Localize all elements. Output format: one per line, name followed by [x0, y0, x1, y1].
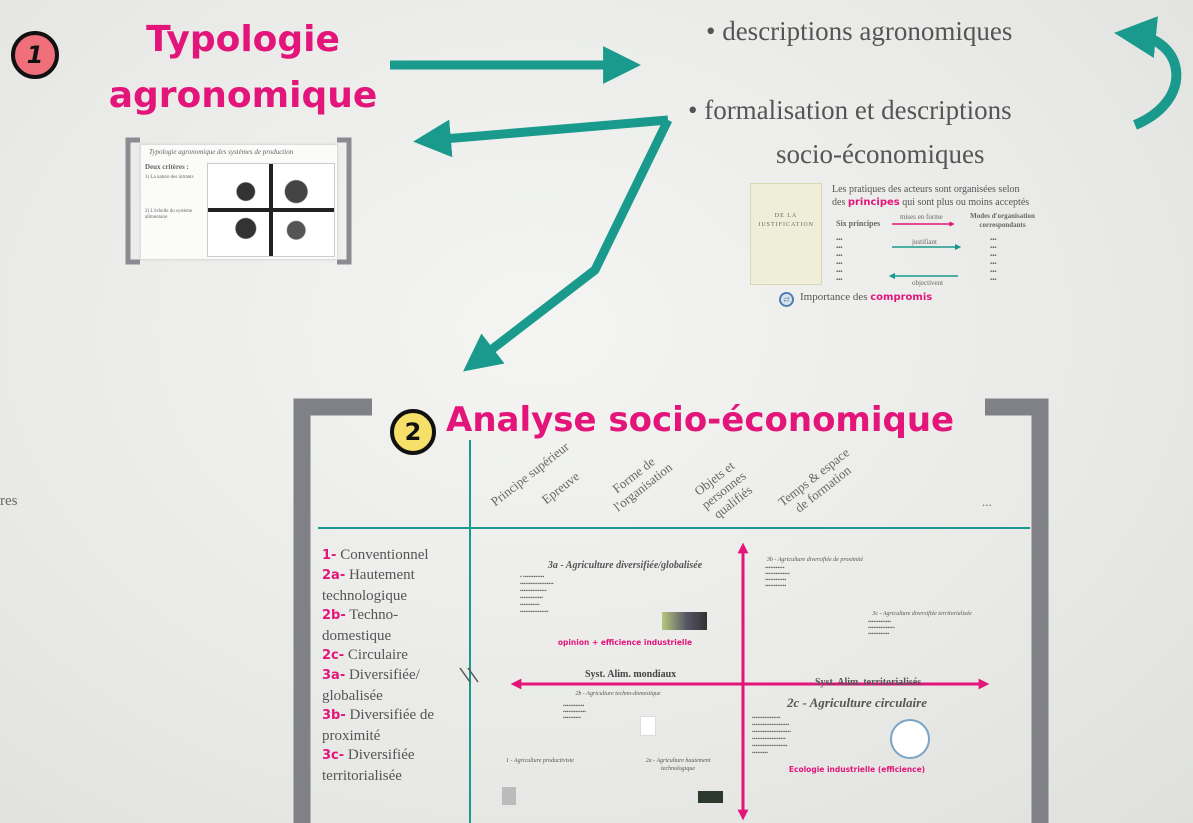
q2b-title: 2b - Agriculture techno-domestique	[575, 691, 661, 697]
row-label: Diversifiée/ globalisée	[322, 667, 420, 704]
compromis-icon: ⇄	[779, 292, 794, 307]
quadrant-2a[interactable]: 2a - Agriculture hautement technologique	[628, 757, 728, 803]
syst-territ: Syst. Alim. territorialisés	[815, 677, 922, 688]
typologie-thumbnail[interactable]: Typologie agronomique des systèmes de pr…	[140, 144, 338, 260]
thumb2-objectivent: objectivent	[912, 279, 944, 287]
thumb2-six: Six principes	[836, 219, 881, 228]
syst-mondiaux: Syst. Alim. mondiaux	[585, 669, 677, 680]
bullet-descriptions-text: descriptions agronomiques	[722, 16, 1013, 46]
row-label: Techno-domestique	[322, 607, 399, 644]
step1-title-line1: Typologie	[146, 19, 340, 60]
arrow-back	[413, 115, 669, 158]
thumb2-list-right: ▪▪▪▪▪▪▪▪▪▪▪▪▪▪▪▪▪▪	[990, 237, 997, 283]
arrow-down	[463, 118, 673, 372]
step2-number: 2	[404, 418, 422, 446]
thumb1-c2: 2) L'échelle du système alimentaire	[145, 209, 193, 220]
thumb2-mise: mises en forme	[900, 213, 943, 221]
q3c-title: 3c - Agriculture diversifiée territorial…	[872, 611, 972, 617]
q2a-title: 2a - Agriculture hautement technologique	[645, 758, 711, 772]
q1-title: 1 - Agriculture productiviste	[506, 758, 574, 764]
importance-compromis: compromis	[870, 292, 933, 303]
bracket-right	[985, 398, 1049, 823]
q3a-image	[662, 612, 707, 630]
row-num: 2c-	[322, 648, 345, 663]
thumb2-text: Les pratiques des acteurs sont organisée…	[832, 183, 1047, 209]
row-label: Conventionnel	[340, 547, 429, 563]
bullet-descriptions: • descriptions agronomiques	[706, 16, 1013, 46]
row-num: 2a-	[322, 568, 346, 583]
justification-book: DE LA JUSTIFICATION	[750, 183, 822, 285]
step1-title: Typologie agronomique	[108, 10, 378, 126]
bullet-formalisation: • formalisation et descriptions socio-éc…	[688, 88, 1012, 176]
importance-pre: Importance des	[800, 291, 871, 303]
q3b-title: 3b - Agriculture diversifiée de proximit…	[766, 557, 864, 563]
row-num: 1-	[322, 548, 337, 563]
bullet-formalisation-line2: socio-économiques	[776, 139, 985, 169]
row-label: Circulaire	[347, 647, 408, 663]
thumb2-principes: principes	[847, 197, 900, 208]
bracket-left	[293, 398, 372, 823]
row-num: 3c-	[322, 748, 345, 763]
arrow-loop	[1114, 16, 1182, 130]
thumb2-line2-pre: des	[832, 197, 848, 208]
thumb2-modes: Modes d'organisation correspondants	[970, 212, 1035, 229]
quadrant-1[interactable]: 1 - Agriculture productiviste	[500, 757, 580, 805]
row-num: 3a-	[322, 668, 346, 683]
thumb1-criteria: Deux critères :	[145, 163, 189, 171]
thumb2-importance: Importance des compromis	[800, 291, 933, 303]
step1-number: 1	[26, 41, 44, 69]
row-num: 2b-	[322, 608, 346, 623]
thumb2-line2-post: qui sont plus ou moins acceptés	[899, 197, 1030, 208]
thumb2-line1: Les pratiques des acteurs sont organisée…	[832, 184, 1020, 195]
q2c-title: 2c - Agriculture circulaire	[787, 695, 927, 710]
quadrant-3a[interactable]: 3a - Agriculture diversifiée/globalisée …	[520, 560, 730, 647]
quadrant-3b[interactable]: 3b - Agriculture diversifiée de proximit…	[765, 557, 864, 589]
quadrant-2b[interactable]: 2b - Agriculture techno-domestique ▪▪▪▪▪…	[563, 690, 673, 736]
row-label: Diversifiée de proximité	[322, 707, 435, 744]
step1-title-line2: agronomique	[108, 75, 378, 116]
thumb2-list-left: ▪▪▪▪▪▪▪▪▪▪▪▪▪▪▪▪▪▪	[836, 237, 843, 283]
step1-badge: 1	[11, 31, 59, 79]
quadrant-3c[interactable]: 3c - Agriculture diversifiée territorial…	[868, 610, 976, 638]
row-num: 3b-	[322, 708, 346, 723]
q3a-pink: opinion + efficience industrielle	[557, 638, 693, 647]
q3a-title: 3a - Agriculture diversifiée/globalisée	[547, 560, 703, 571]
row-labels: 1- Conventionnel 2a- Hautement technolog…	[322, 545, 472, 805]
q2c-diagram	[890, 719, 930, 759]
row-label: Diversifiée territorialisée	[322, 747, 415, 784]
step2-badge: 2	[390, 409, 436, 455]
thumb1-c1: 1) La nature des intrants	[145, 175, 194, 180]
column-header: ...	[982, 494, 992, 509]
q2c-pink: Ecologie industrielle (efficience)	[788, 765, 926, 774]
edge-fragment: res	[0, 493, 18, 509]
thumb1-diagram	[207, 163, 335, 257]
step2-title: Analyse socio-économique	[446, 400, 955, 440]
thumb2-justifiant: justifiant	[912, 238, 937, 246]
thumb1-heading: Typologie agronomique des systèmes de pr…	[149, 148, 294, 156]
bullet-formalisation-line1: formalisation et descriptions	[704, 95, 1012, 125]
book-title: DE LA JUSTIFICATION	[757, 213, 814, 228]
quadrant-2c[interactable]: 2c - Agriculture circulaire ▪▪▪▪▪▪▪▪▪▪▪▪…	[752, 695, 962, 774]
row-label: Hautement technologique	[322, 567, 415, 604]
